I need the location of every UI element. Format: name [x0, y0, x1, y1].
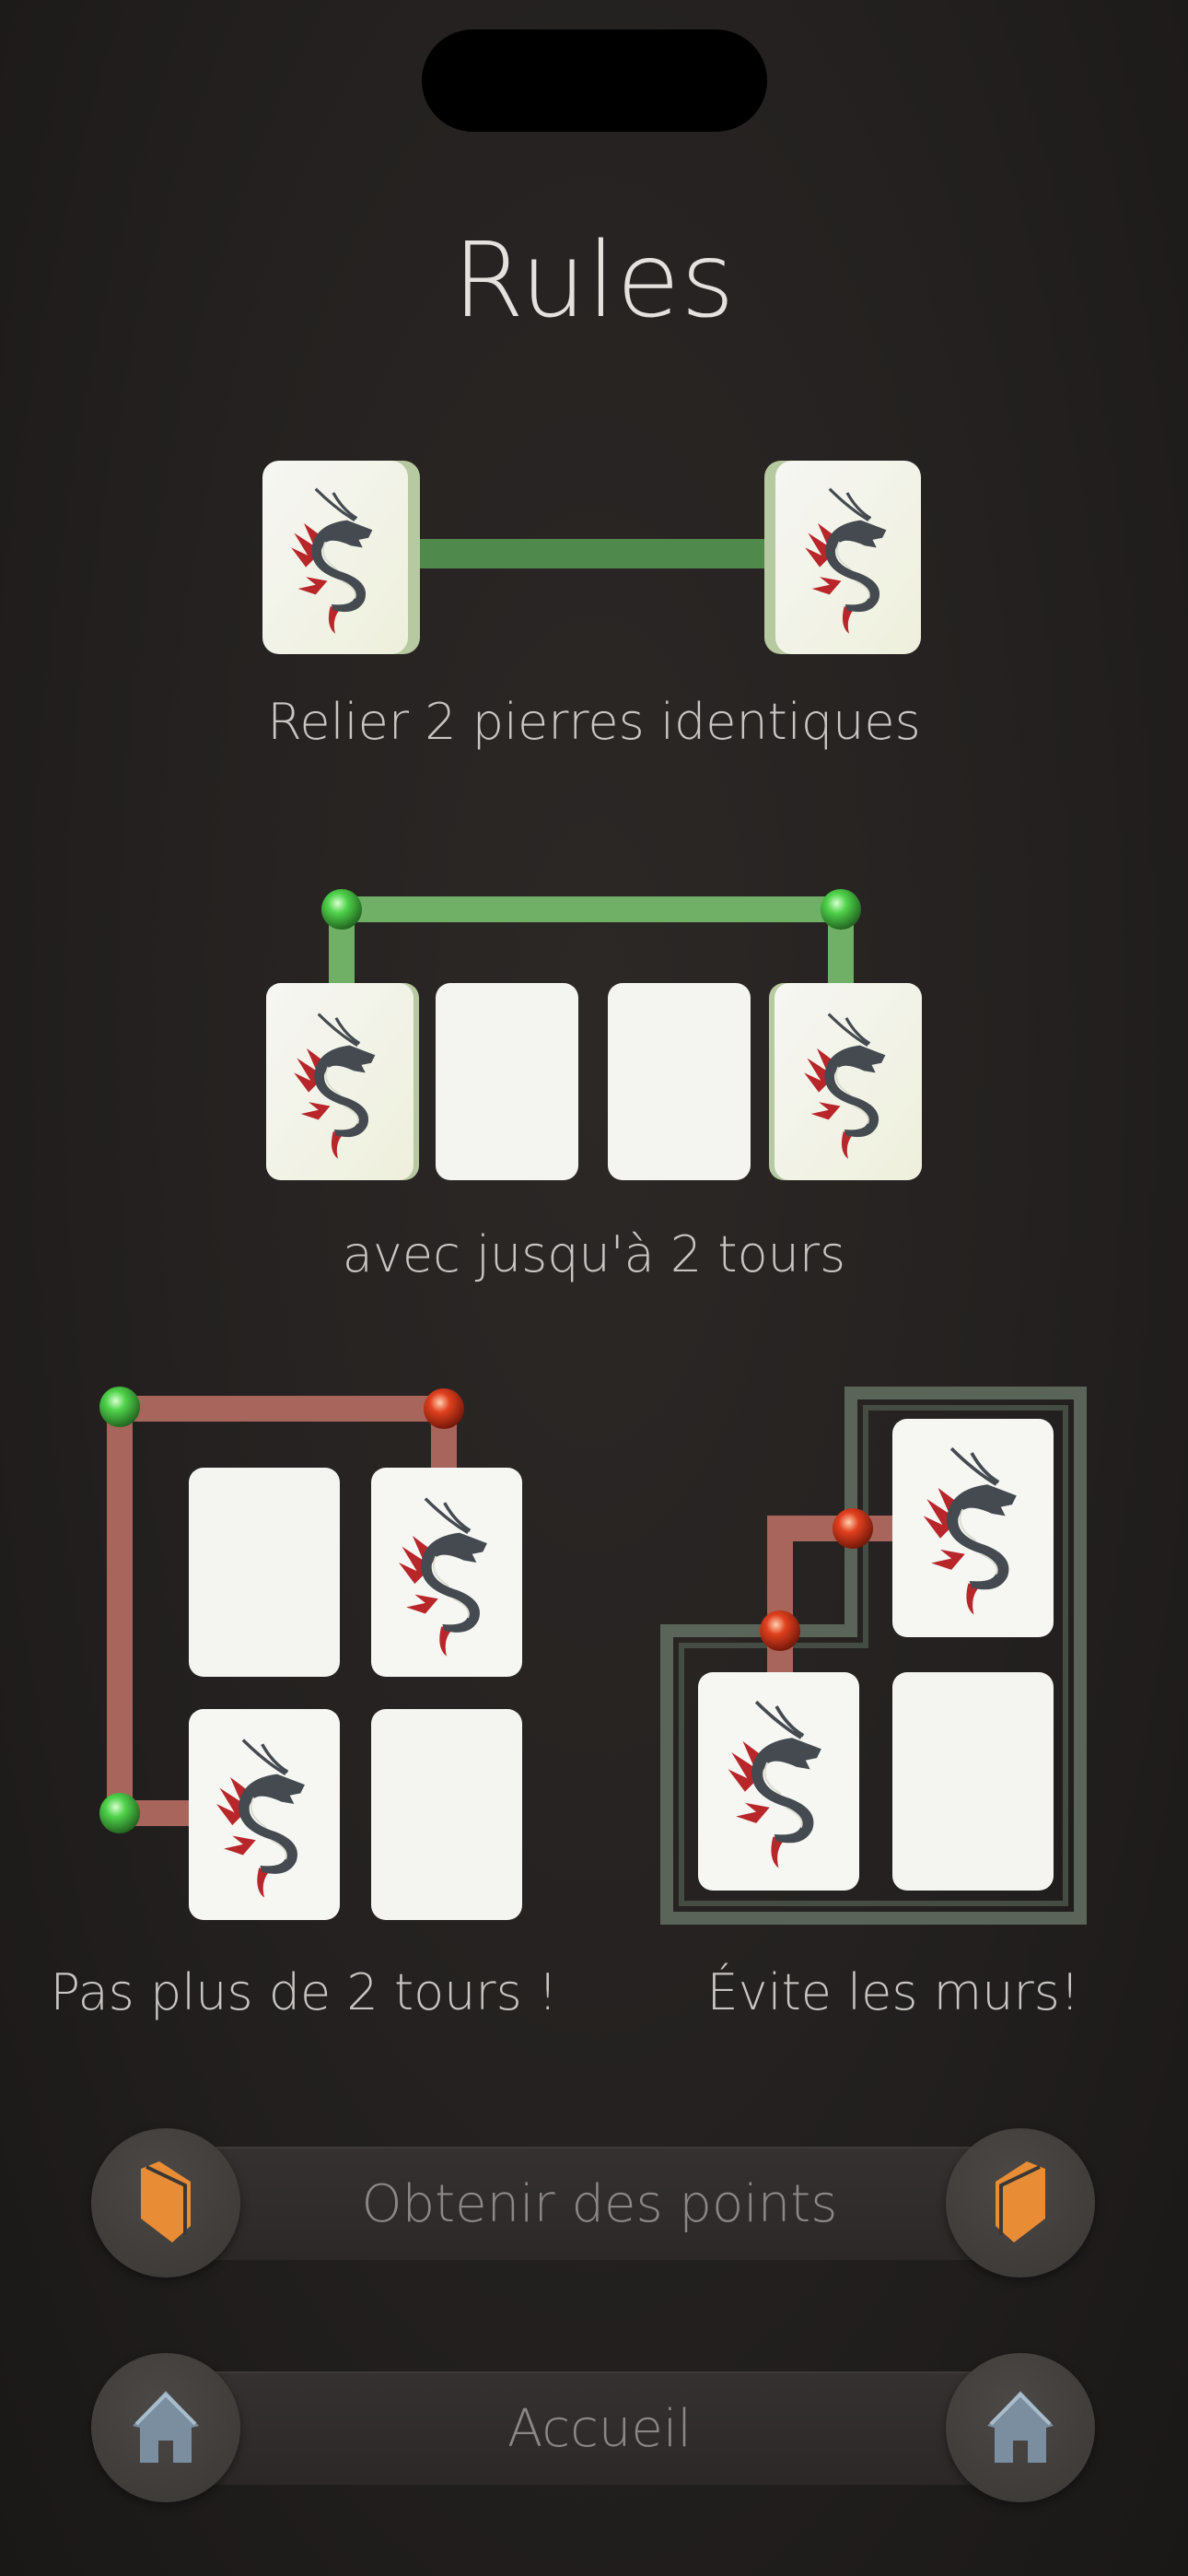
- blank-tile: [608, 983, 751, 1180]
- get-points-left-button[interactable]: [91, 2128, 240, 2277]
- dragon-tile: [266, 983, 419, 1180]
- dragon-tile: [769, 983, 922, 1180]
- dragon-tile: [189, 1709, 340, 1920]
- rule-caption: Relier 2 pierres identiques: [267, 693, 921, 751]
- wall: [679, 1405, 1068, 1906]
- blank-tile: [436, 983, 578, 1180]
- turn-marker-green: [321, 889, 362, 930]
- get-points-right-button[interactable]: [946, 2128, 1095, 2277]
- get-points-button[interactable]: Obtenir des points: [214, 2147, 985, 2260]
- valid-path-bar: [405, 539, 778, 568]
- turn-marker-red: [760, 1610, 800, 1651]
- rule-caption: Pas plus de 2 tours !: [50, 1963, 558, 2021]
- home-icon: [987, 2391, 1054, 2463]
- home-left-button[interactable]: [91, 2353, 240, 2502]
- wall: [660, 1387, 1087, 1925]
- dragon-tile: [698, 1672, 859, 1891]
- invalid-path: [767, 1516, 892, 1672]
- device-notch: [422, 29, 767, 132]
- home-right-button[interactable]: [946, 2353, 1095, 2502]
- dragon-tile: [262, 461, 420, 654]
- book-icon: [141, 2161, 191, 2242]
- turn-marker-red: [424, 1388, 464, 1429]
- blank-tile: [892, 1672, 1054, 1891]
- valid-path: [329, 896, 854, 995]
- get-points-label: Obtenir des points: [361, 2174, 838, 2234]
- rule-2-diagram: [266, 889, 922, 1180]
- home-button[interactable]: Accueil: [214, 2371, 985, 2485]
- turn-marker-green: [99, 1387, 140, 1427]
- turn-marker-red: [833, 1508, 873, 1549]
- turn-marker-green: [821, 889, 861, 930]
- home-icon: [133, 2391, 199, 2463]
- rule-3-diagram: [99, 1387, 522, 1920]
- dragon-tile: [764, 461, 921, 654]
- rule-1-diagram: [262, 461, 921, 654]
- rule-caption: avec jusqu'à 2 tours: [342, 1225, 846, 1283]
- dragon-tile: [371, 1468, 522, 1677]
- blank-tile: [371, 1709, 522, 1920]
- page-title: Rules: [452, 221, 736, 341]
- rule-4-diagram: [660, 1387, 1087, 1925]
- home-label: Accueil: [507, 2399, 692, 2459]
- book-icon: [996, 2161, 1045, 2242]
- dragon-tile: [892, 1419, 1054, 1637]
- turn-marker-green: [99, 1793, 140, 1833]
- rule-caption: Évite les murs!: [706, 1963, 1080, 2021]
- blank-tile: [189, 1468, 340, 1677]
